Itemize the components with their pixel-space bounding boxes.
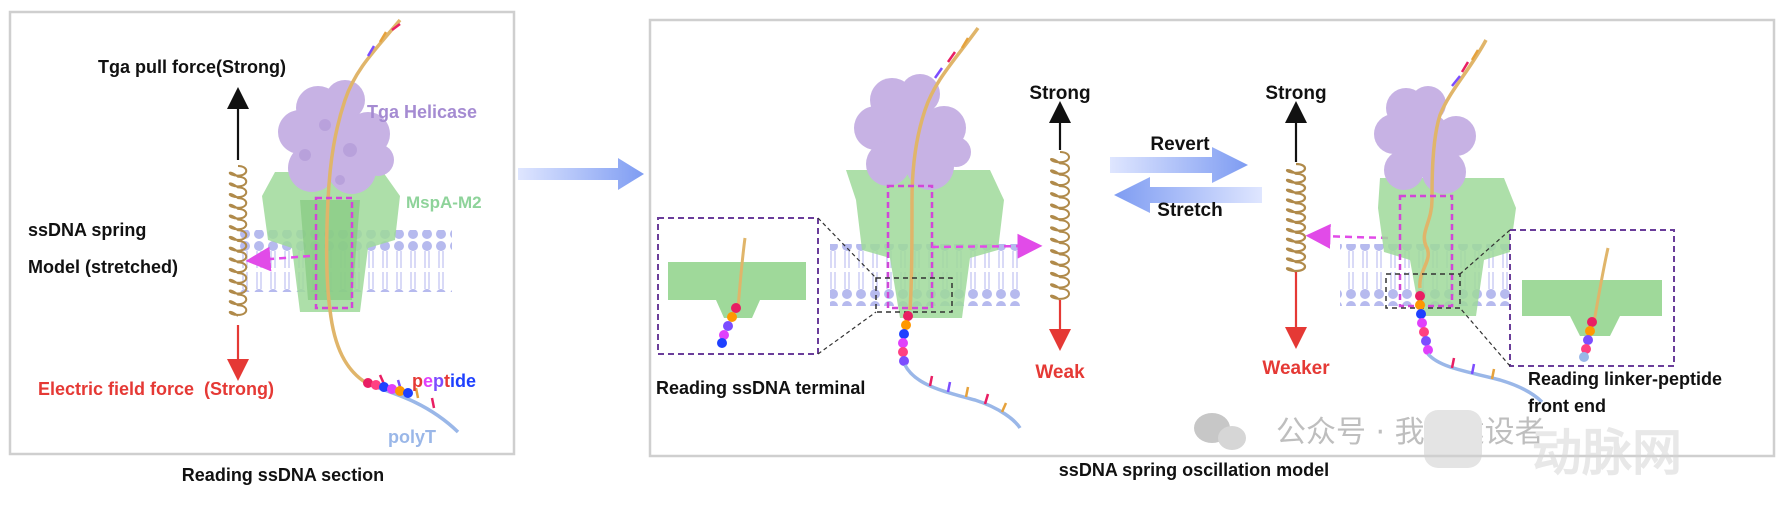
right-ssdna-strand (1418, 39, 1488, 289)
left-spring (228, 165, 248, 317)
left-panel-frame (8, 10, 516, 456)
electric-force-label: Electric field force (Strong) (38, 379, 274, 399)
revert-label: Revert (1150, 134, 1210, 155)
mid-peptide-beads (898, 311, 913, 366)
mid-helicase (854, 74, 971, 190)
pore-label: MspA-M2 (406, 193, 482, 212)
spring-label-line2: Model (stretched) (28, 257, 178, 277)
peptide-letter: d (455, 371, 466, 391)
watermark: 公众号 · 我是建设者 动脉网 (1194, 410, 1682, 482)
right-polyT-strand (1426, 352, 1544, 404)
right-spring (1285, 162, 1307, 273)
watermark-text: 公众号 · 我是建设者 (1276, 415, 1545, 450)
left-polyT-strand (369, 383, 460, 434)
pull-force-label: Tga pull force(Strong) (98, 57, 286, 77)
helicase-label: Tga Helicase (367, 102, 477, 122)
stretch-arrow (1114, 177, 1262, 213)
inset-linker-beads (1579, 317, 1597, 362)
strong-label-left: Strong (1029, 83, 1090, 104)
right-reading-box (1398, 194, 1454, 308)
watermark-logo-icon (1424, 410, 1482, 468)
panel-transition-arrow (518, 158, 644, 190)
polyT-label: polyT (388, 427, 436, 447)
inset-terminal-beads (717, 303, 741, 348)
reading-linker-label-line2: front end (1528, 396, 1606, 416)
revert-arrow (1110, 147, 1248, 183)
watermark-logo-text: 动脉网 (1532, 424, 1682, 482)
right-panel-frame (648, 18, 1776, 458)
right-panel-caption: ssDNA spring oscillation model (1059, 460, 1329, 480)
right-peptide-beads (1415, 291, 1433, 355)
weak-label: Weak (1035, 362, 1085, 383)
left-ssdna-strand (324, 18, 402, 387)
peptide-letter: e (423, 371, 433, 391)
left-reading-box (314, 196, 354, 310)
peptide-letter: t (444, 371, 450, 391)
reading-linker-label-line1: Reading linker-peptide (1528, 369, 1722, 389)
peptide-letter: e (466, 371, 476, 391)
right-pore (1378, 178, 1516, 316)
left-panel-caption: Reading ssDNA section (182, 465, 384, 485)
left-pointer-arrow (245, 246, 311, 272)
mid-ssdna-strand (908, 26, 980, 311)
spring-label-line1: ssDNA spring (28, 220, 146, 240)
mid-polyT-strand (903, 364, 1022, 430)
strong-label-right: Strong (1265, 83, 1326, 104)
stretch-label: Stretch (1157, 200, 1222, 221)
weaker-label: Weaker (1262, 358, 1330, 379)
reading-terminal-label: Reading ssDNA terminal (656, 378, 865, 398)
mid-pore (846, 170, 1004, 318)
mid-zoom-box (875, 277, 953, 313)
peptide-label: peptide (412, 371, 476, 391)
peptide-letter: i (450, 371, 455, 391)
left-peptide-beads (363, 378, 413, 398)
mid-spring (1050, 151, 1070, 301)
peptide-letter: p (412, 371, 423, 391)
peptide-letter: p (433, 371, 444, 391)
right-helicase (1374, 86, 1476, 194)
